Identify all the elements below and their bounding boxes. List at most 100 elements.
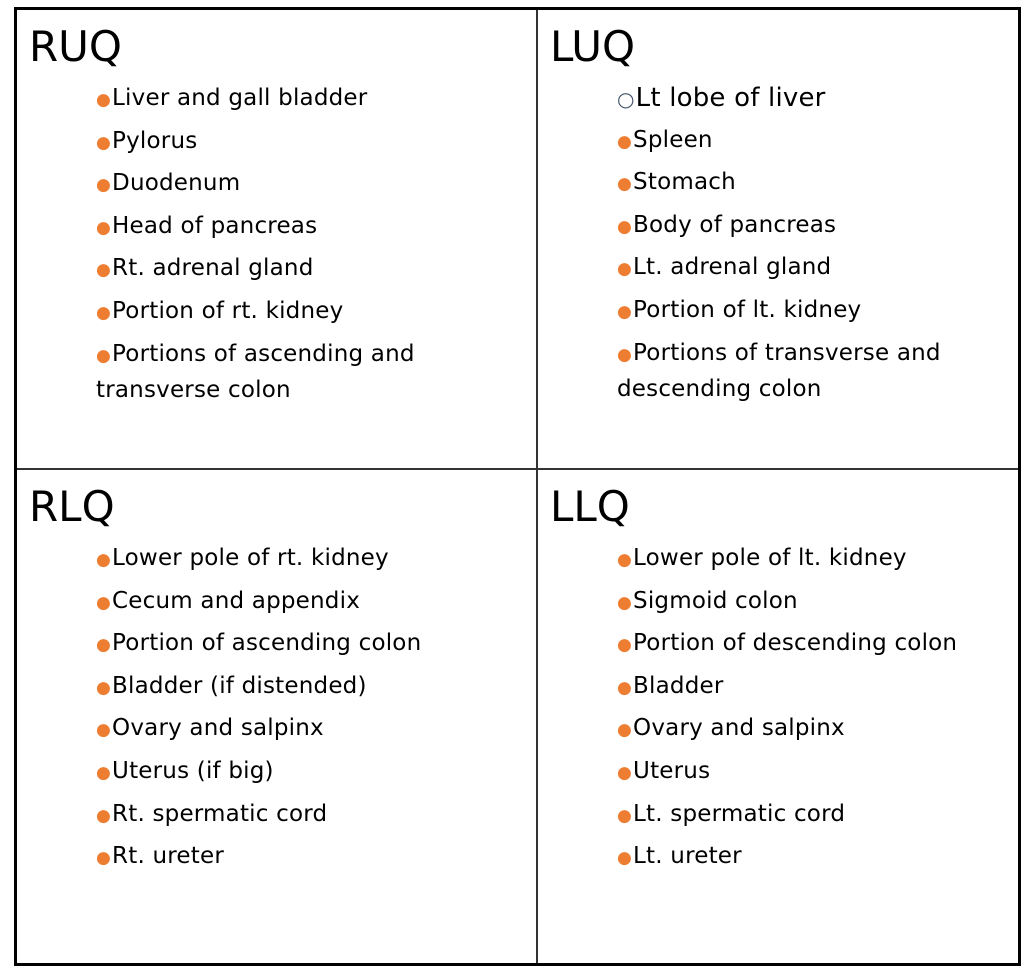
bullet-icon: ● bbox=[96, 805, 112, 826]
item-text: Rt. adrenal gland bbox=[112, 255, 314, 282]
item-text: Rt. ureter bbox=[112, 843, 224, 870]
list-item: ●Ovary and salpinx bbox=[96, 711, 516, 747]
list-item: ●Body of pancreas bbox=[617, 208, 1015, 244]
bullet-icon: ● bbox=[617, 301, 633, 322]
list-item: ●Spleen bbox=[617, 123, 1015, 159]
quadrant-title: LLQ bbox=[550, 482, 630, 531]
item-text: Portion of descending colon bbox=[633, 630, 958, 657]
list-item: ●Portion of ascending colon bbox=[96, 626, 516, 662]
list-item: ●Portion of lt. kidney bbox=[617, 293, 1015, 329]
item-text: Portions of transverse and descending co… bbox=[617, 339, 941, 402]
bullet-icon: ● bbox=[617, 174, 633, 195]
organ-list: ○Lt lobe of liver●Spleen●Stomach●Body of… bbox=[617, 81, 1015, 412]
hollow-bullet-icon: ○ bbox=[617, 87, 635, 111]
bullet-icon: ● bbox=[617, 344, 633, 365]
bullet-icon: ● bbox=[617, 131, 633, 152]
bullet-icon: ● bbox=[96, 720, 112, 741]
item-text: Portion of rt. kidney bbox=[112, 297, 344, 324]
bullet-icon: ● bbox=[617, 216, 633, 237]
quadrant-rlq: RLQ●Lower pole of rt. kidney●Cecum and a… bbox=[17, 470, 536, 963]
item-text: Body of pancreas bbox=[633, 211, 837, 238]
bullet-icon: ● bbox=[617, 805, 633, 826]
quadrant-luq: LUQ○Lt lobe of liver●Spleen●Stomach●Body… bbox=[538, 10, 1018, 468]
bullet-icon: ● bbox=[617, 635, 633, 656]
bullet-icon: ● bbox=[617, 762, 633, 783]
list-item: ●Rt. ureter bbox=[96, 839, 516, 875]
list-item: ●Portions of transverse and descending c… bbox=[617, 336, 1015, 406]
organ-list: ●Lower pole of rt. kidney●Cecum and appe… bbox=[96, 541, 516, 882]
organ-list: ●Lower pole of lt. kidney●Sigmoid colon●… bbox=[617, 541, 1015, 882]
bullet-icon: ● bbox=[617, 550, 633, 570]
bullet-icon: ● bbox=[96, 175, 112, 196]
bullet-icon: ● bbox=[617, 259, 633, 280]
item-text: Head of pancreas bbox=[112, 212, 318, 239]
item-text: Uterus bbox=[633, 757, 711, 784]
item-text: Portions of ascending and transverse col… bbox=[96, 340, 415, 403]
bullet-icon: ● bbox=[96, 345, 112, 366]
list-item: ●Lower pole of rt. kidney bbox=[96, 541, 516, 577]
bullet-icon: ● bbox=[617, 720, 633, 741]
list-item: ●Portion of rt. kidney bbox=[96, 294, 516, 330]
organ-list: ●Liver and gall bladder●Pylorus●Duodenum… bbox=[96, 81, 516, 413]
item-text: Lt. spermatic cord bbox=[633, 800, 846, 827]
bullet-icon: ● bbox=[96, 132, 112, 153]
list-item: ●Ovary and salpinx bbox=[617, 711, 1015, 747]
quadrant-table: RUQ●Liver and gall bladder●Pylorus●Duode… bbox=[14, 7, 1021, 966]
horizontal-divider bbox=[17, 468, 1018, 470]
item-text: Portion of lt. kidney bbox=[633, 296, 862, 323]
bullet-icon: ● bbox=[96, 592, 112, 613]
item-text: Duodenum bbox=[112, 170, 241, 197]
item-text: Sigmoid colon bbox=[633, 587, 798, 614]
item-text: Cecum and appendix bbox=[112, 587, 360, 614]
bullet-icon: ● bbox=[96, 848, 112, 869]
item-text: Pylorus bbox=[112, 127, 198, 154]
bullet-icon: ● bbox=[96, 677, 112, 698]
quadrant-llq: LLQ●Lower pole of lt. kidney●Sigmoid col… bbox=[538, 470, 1018, 963]
bullet-icon: ● bbox=[96, 635, 112, 656]
bullet-icon: ● bbox=[96, 90, 112, 110]
item-text: Liver and gall bladder bbox=[112, 85, 368, 111]
list-item: ●Lt. spermatic cord bbox=[617, 797, 1015, 833]
item-text: Rt. spermatic cord bbox=[112, 800, 328, 827]
item-text: Uterus (if big) bbox=[112, 757, 274, 784]
list-item: ●Cecum and appendix bbox=[96, 584, 516, 620]
quadrant-title: RLQ bbox=[29, 482, 115, 531]
item-text: Lt lobe of liver bbox=[635, 83, 826, 113]
list-item: ●Lt. ureter bbox=[617, 839, 1015, 875]
item-text: Bladder bbox=[633, 672, 724, 699]
vertical-divider bbox=[536, 10, 538, 963]
item-text: Bladder (if distended) bbox=[112, 672, 367, 699]
list-item: ●Head of pancreas bbox=[96, 209, 516, 245]
bullet-icon: ● bbox=[96, 217, 112, 238]
quadrant-ruq: RUQ●Liver and gall bladder●Pylorus●Duode… bbox=[17, 10, 536, 468]
item-text: Lower pole of rt. kidney bbox=[112, 545, 389, 571]
list-item: ●Sigmoid colon bbox=[617, 584, 1015, 620]
list-item: ●Bladder (if distended) bbox=[96, 669, 516, 705]
bullet-icon: ● bbox=[96, 302, 112, 323]
item-text: Lt. ureter bbox=[633, 843, 742, 870]
list-item: ●Bladder bbox=[617, 669, 1015, 705]
bullet-icon: ● bbox=[617, 592, 633, 613]
list-item: ●Portion of descending colon bbox=[617, 626, 1015, 662]
quadrant-title: LUQ bbox=[550, 22, 636, 71]
bullet-icon: ● bbox=[617, 677, 633, 698]
item-text: Lt. adrenal gland bbox=[633, 254, 832, 281]
bullet-icon: ● bbox=[96, 550, 112, 570]
list-item: ●Pylorus bbox=[96, 124, 516, 160]
list-item: ●Lt. adrenal gland bbox=[617, 250, 1015, 286]
bullet-icon: ● bbox=[96, 260, 112, 281]
list-item: ○Lt lobe of liver bbox=[617, 81, 1015, 116]
bullet-icon: ● bbox=[96, 762, 112, 783]
list-item: ●Uterus bbox=[617, 754, 1015, 790]
item-text: Spleen bbox=[633, 126, 713, 153]
item-text: Stomach bbox=[633, 169, 736, 196]
item-text: Portion of ascending colon bbox=[112, 630, 422, 657]
list-item: ●Duodenum bbox=[96, 166, 516, 202]
list-item: ●Lower pole of lt. kidney bbox=[617, 541, 1015, 577]
list-item: ●Portions of ascending and transverse co… bbox=[96, 337, 516, 407]
item-text: Ovary and salpinx bbox=[633, 715, 845, 742]
bullet-icon: ● bbox=[617, 848, 633, 869]
item-text: Lower pole of lt. kidney bbox=[633, 545, 907, 571]
list-item: ●Rt. adrenal gland bbox=[96, 251, 516, 287]
list-item: ●Liver and gall bladder bbox=[96, 81, 516, 117]
